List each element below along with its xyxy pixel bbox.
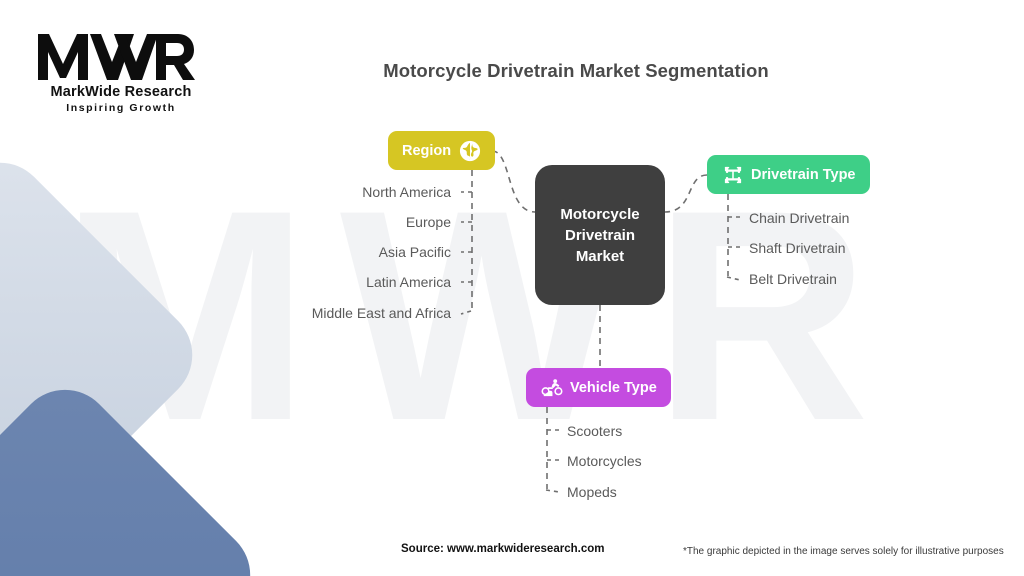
page-title: Motorcycle Drivetrain Market Segmentatio… [383, 60, 769, 81]
mwr-logo-icon [38, 34, 195, 80]
branch-badge-vehicle-type[interactable]: Vehicle Type [526, 368, 671, 407]
leaf-vehicle-2: Mopeds [567, 484, 617, 500]
connector-drivetrain-to-center [664, 174, 708, 213]
leaf-vehicle-0: Scooters [567, 423, 623, 439]
leaf-vehicle-1: Motorcycles [567, 453, 642, 469]
tick-vehicle-3 [545, 489, 560, 493]
leaf-region-1: Europe [405, 214, 451, 230]
leaf-region-4: Middle East and Africa [311, 305, 451, 321]
branch-label-region: Region [402, 142, 452, 159]
brand-name: MarkWide Research [50, 84, 192, 100]
leaf-region-2: Asia Pacific [378, 244, 451, 260]
motorcycle-icon [540, 376, 563, 399]
branch-badge-drivetrain-type[interactable]: Drivetrain Type [707, 155, 870, 194]
center-node: Motorcycle Drivetrain Market [535, 165, 665, 305]
leaf-region-0: North America [362, 184, 451, 200]
globe-icon [458, 139, 481, 162]
tick-region-5 [460, 310, 472, 315]
leaf-region-3: Latin America [366, 274, 451, 290]
brand-logo: MarkWide Research Inspiring Growth [36, 30, 206, 114]
connector-region-to-center [491, 150, 536, 213]
axle-icon [721, 163, 744, 186]
branch-badge-region[interactable]: Region [388, 131, 496, 170]
leaf-drivetrain-0: Chain Drivetrain [749, 210, 850, 226]
disclaimer-text: *The graphic depicted in the image serve… [683, 546, 1004, 557]
tick-drivetrain-3 [726, 276, 741, 281]
leaf-drivetrain-2: Belt Drivetrain [749, 271, 837, 287]
brand-tagline: Inspiring Growth [66, 102, 176, 114]
branch-label-drivetrain-type: Drivetrain Type [751, 166, 856, 183]
source-text: Source: www.markwideresearch.com [401, 543, 605, 555]
branch-label-vehicle-type: Vehicle Type [570, 379, 657, 396]
leaf-drivetrain-1: Shaft Drivetrain [749, 240, 846, 256]
